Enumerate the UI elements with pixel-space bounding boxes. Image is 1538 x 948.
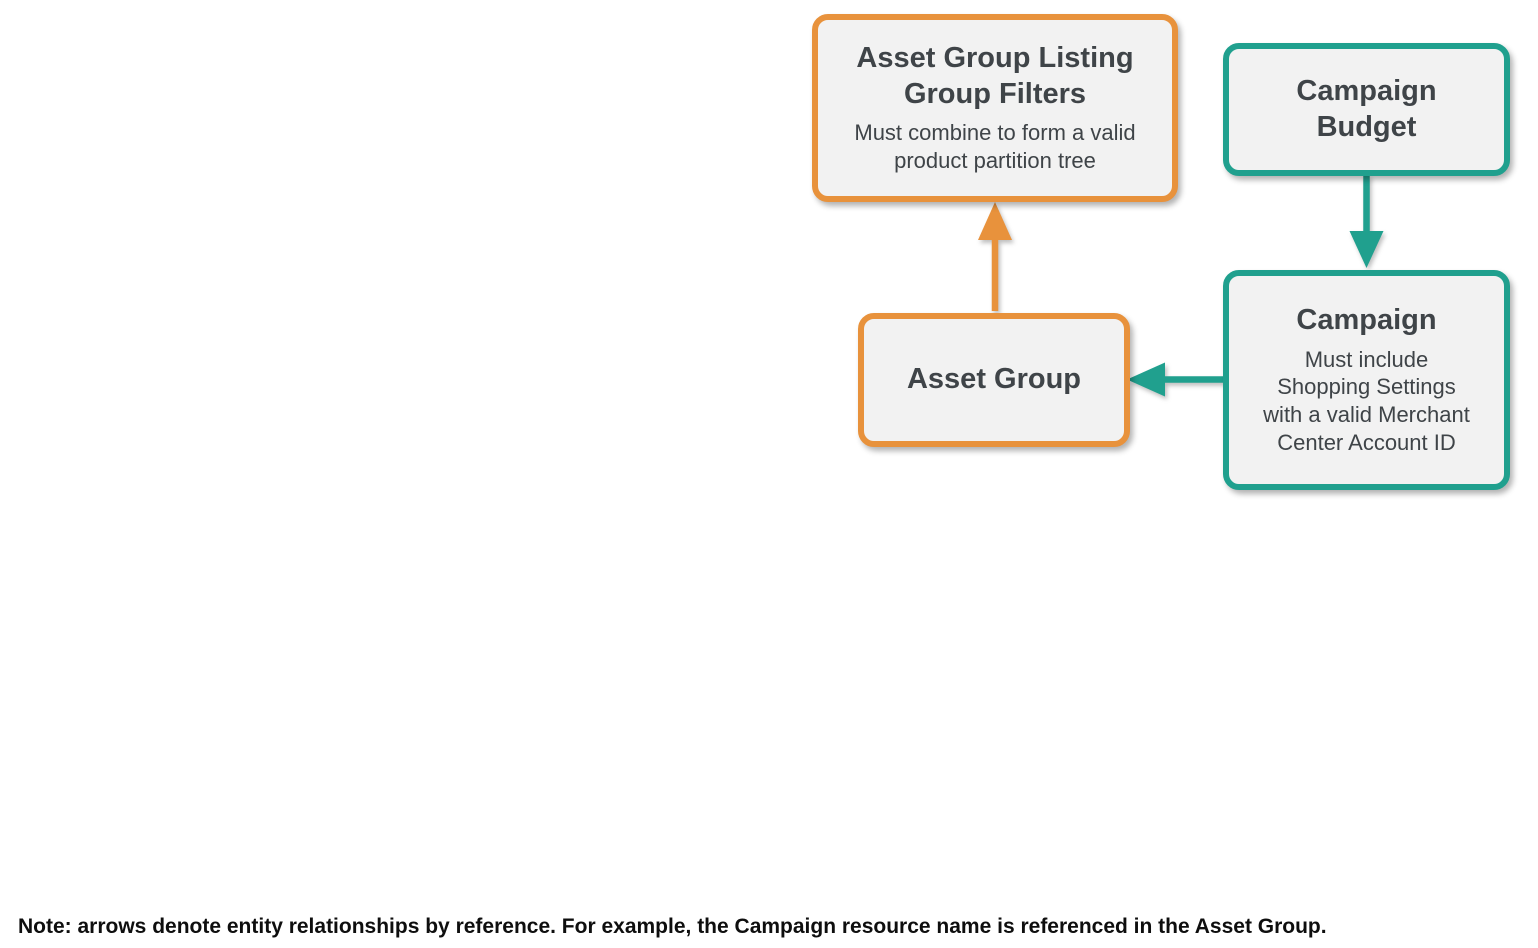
arrow-campaign-budget-to-campaign-icon <box>1349 175 1384 268</box>
node-title: Asset Group <box>906 363 1082 396</box>
footnote: Note: arrows denote entity relationships… <box>18 915 1327 938</box>
node-subtitle: Must combine to form a valid product par… <box>854 120 1136 173</box>
node-subtitle: Must include Shopping Settings with a va… <box>1263 346 1470 455</box>
node-title: Asset Group Listing Group Filters <box>856 42 1134 110</box>
node-campaign-budget: Campaign Budget <box>1223 43 1510 176</box>
arrow-asset-group-to-listing-filters-icon <box>978 202 1012 311</box>
node-asset-group-listing-group-filters: Asset Group Listing Group Filters Must c… <box>812 14 1178 202</box>
node-campaign: Campaign Must include Shopping Settings … <box>1223 270 1510 490</box>
node-title: Campaign <box>1296 304 1437 337</box>
arrow-campaign-to-asset-group-icon <box>1127 362 1224 397</box>
node-asset-group: Asset Group <box>858 313 1130 447</box>
node-title: Campaign Budget <box>1296 75 1437 143</box>
